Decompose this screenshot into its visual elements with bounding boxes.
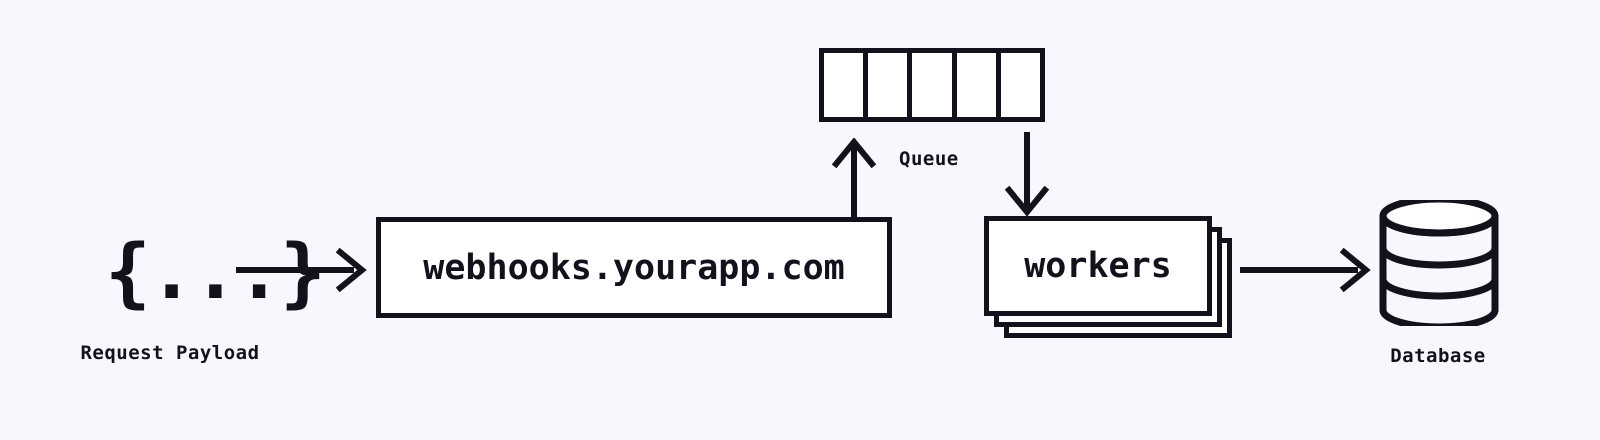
queue-bar[interactable] <box>819 48 1045 122</box>
queue-cell <box>1000 53 1041 117</box>
queue-label: Queue <box>899 148 959 170</box>
arrow-payload-to-endpoint <box>236 248 368 292</box>
database-label: Database <box>1390 345 1486 367</box>
request-payload-label: Request Payload <box>80 342 260 364</box>
arrow-workers-to-database <box>1240 248 1372 292</box>
arrow-endpoint-to-queue <box>828 138 880 222</box>
queue-cell <box>912 53 957 117</box>
queue-cell <box>956 53 1001 117</box>
queue-cell <box>824 53 869 117</box>
workers-label: workers <box>1024 246 1172 286</box>
workers-stack[interactable]: workers <box>984 216 1232 338</box>
arrow-queue-to-workers <box>1001 132 1053 216</box>
json-braces-icon: {...} <box>105 227 326 316</box>
webhooks-endpoint-label: webhooks.yourapp.com <box>423 247 845 288</box>
webhooks-endpoint-box[interactable]: webhooks.yourapp.com <box>376 217 892 318</box>
database-icon[interactable] <box>1378 200 1500 326</box>
worker-card-front[interactable]: workers <box>984 216 1212 316</box>
queue-cell <box>868 53 913 117</box>
